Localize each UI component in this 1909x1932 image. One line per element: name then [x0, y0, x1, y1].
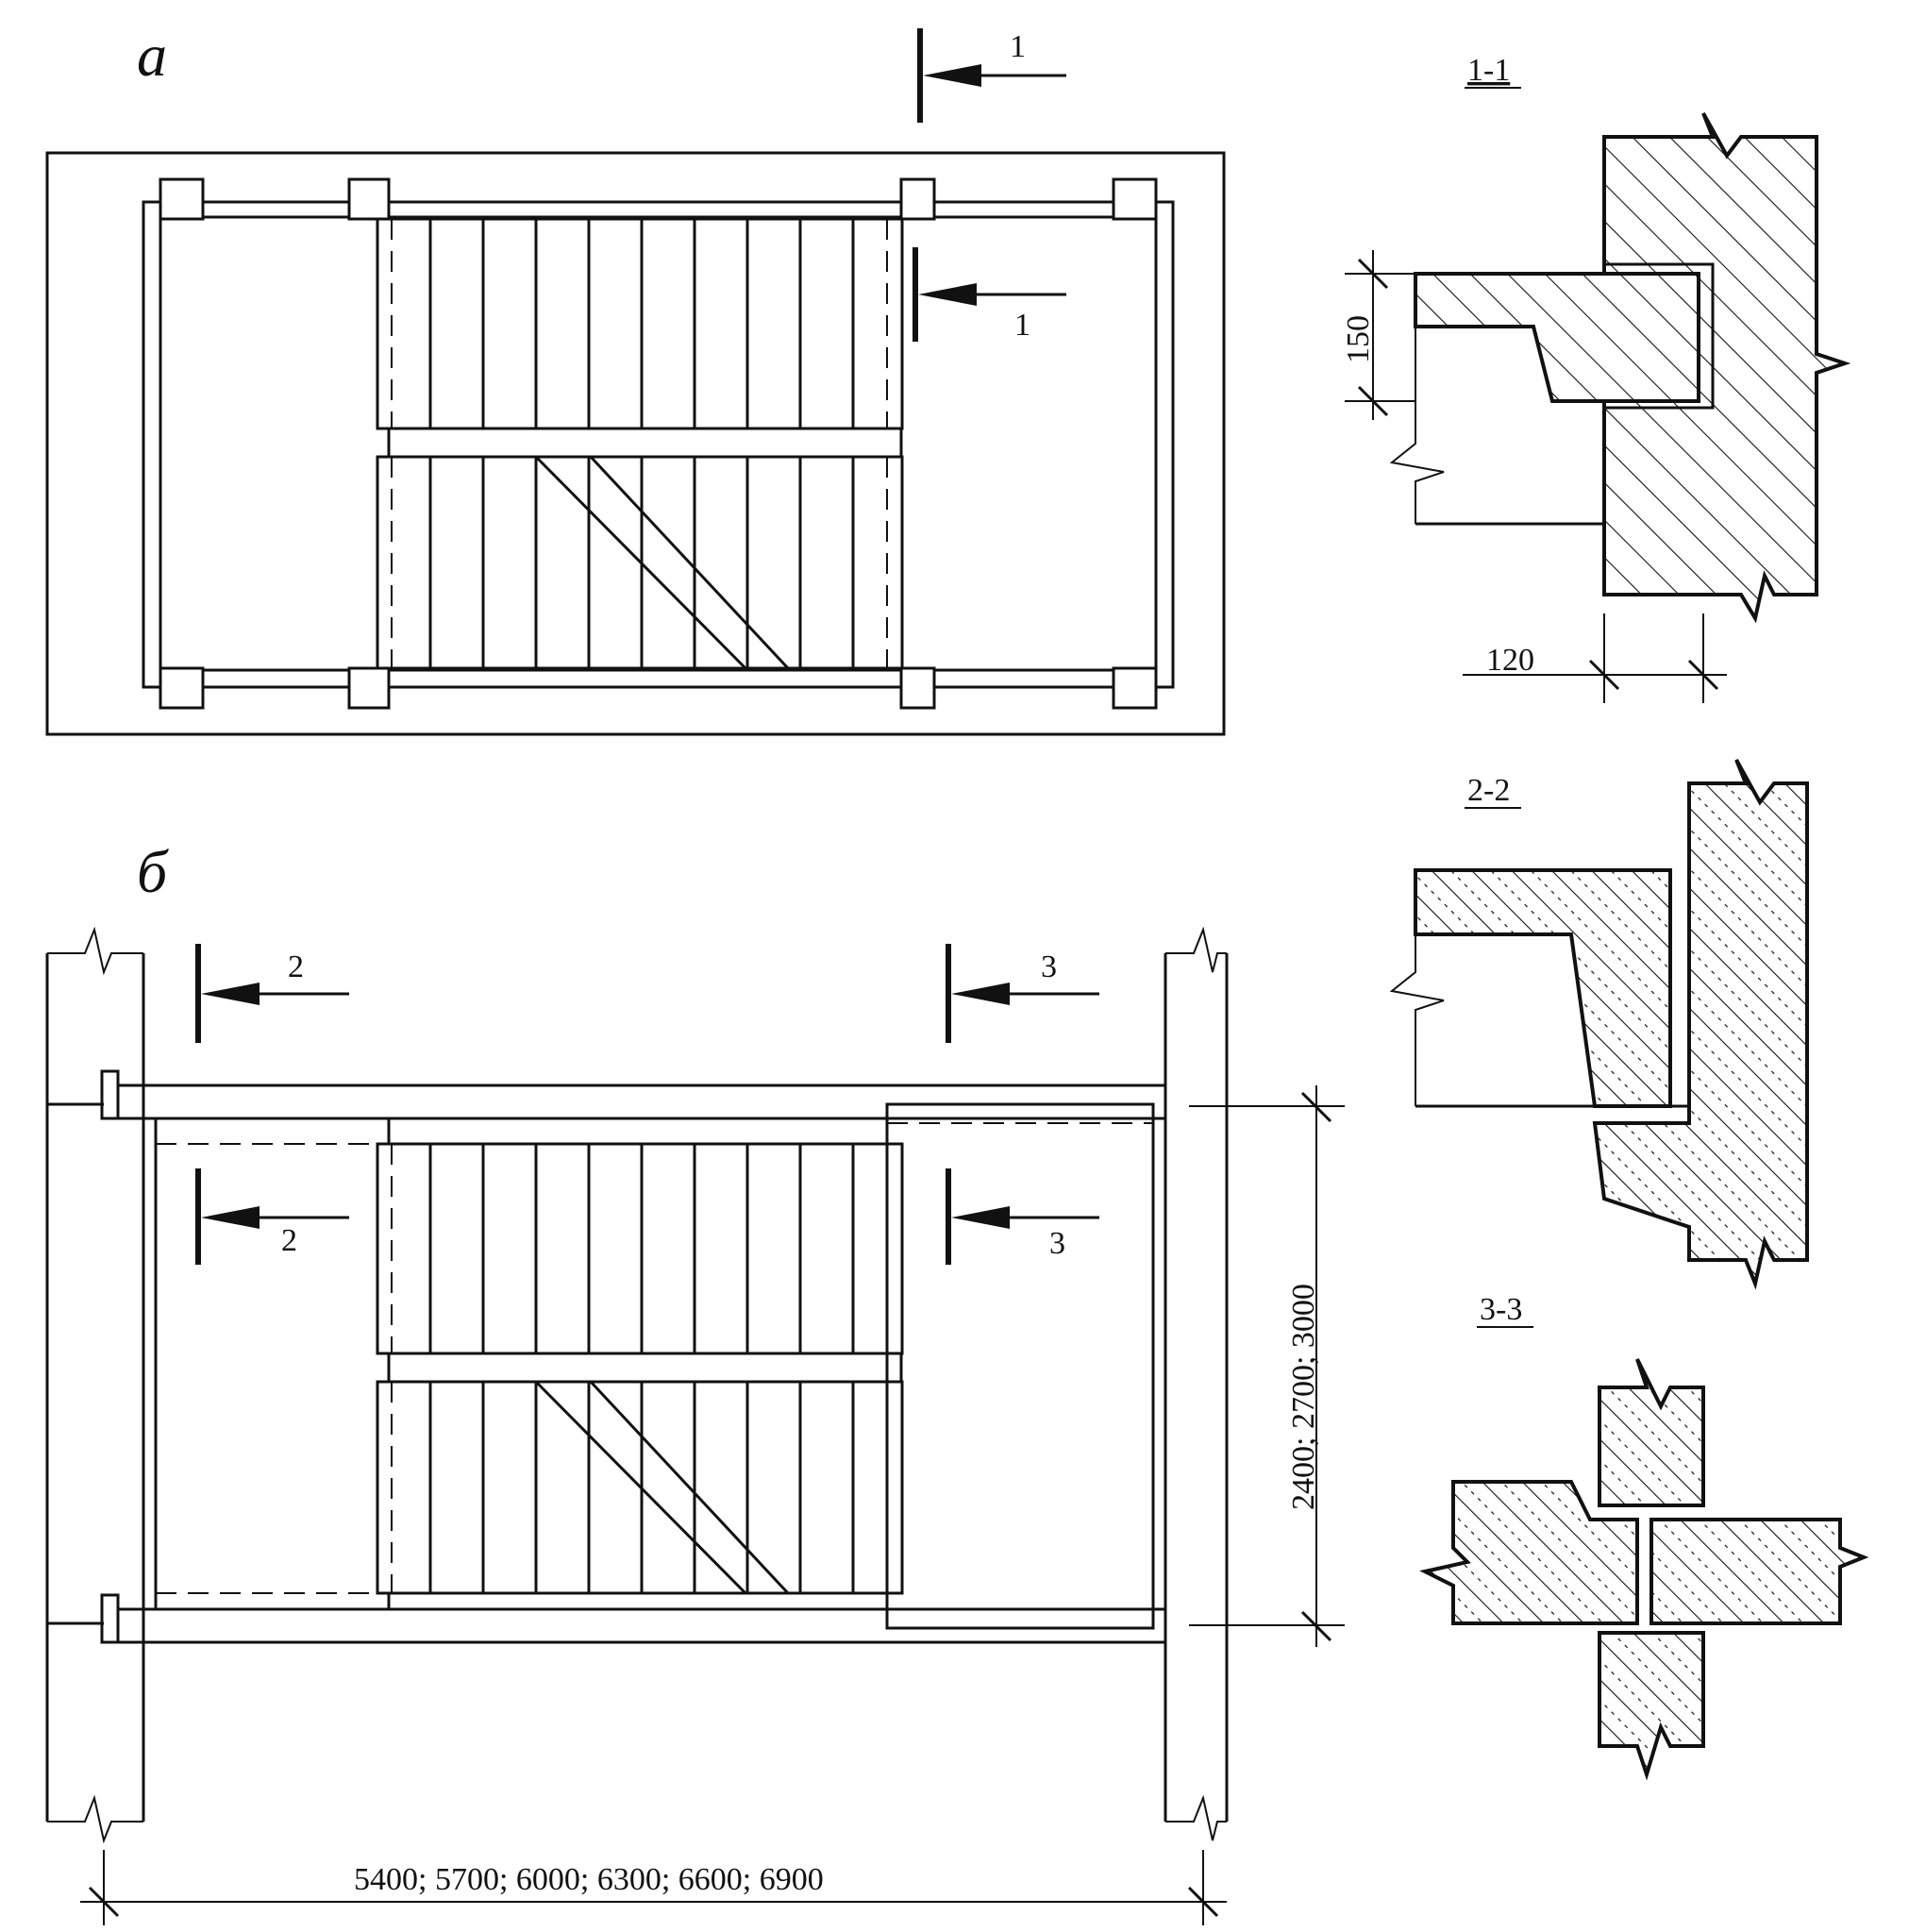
- right-wall: [1154, 200, 1175, 689]
- section-2-joint: [1668, 870, 1689, 1108]
- section-3-joint: [1635, 1520, 1653, 1623]
- cut-mark-3-bottom: 3: [946, 1168, 1099, 1265]
- cut-mark-1-top: 1: [917, 28, 1066, 123]
- right-landing-slab: [885, 1102, 1155, 1630]
- plan-a-label: а: [137, 22, 167, 89]
- section-1-pocket: [1604, 262, 1715, 410]
- section-1-break: [1389, 274, 1445, 524]
- section-2-break: [1389, 870, 1445, 1106]
- dim-150: 150: [1341, 250, 1415, 420]
- svg-text:3: 3: [1049, 1226, 1065, 1261]
- section-2-2-title: 2-2: [1467, 773, 1510, 808]
- section-3-upper-wall: [1598, 1358, 1705, 1507]
- plan-a-mid-landing: [387, 427, 903, 459]
- section-3-3: 3-3: [1419, 1292, 1869, 1781]
- section-1-1-title: 1-1: [1467, 53, 1510, 88]
- section-3-3-title: 3-3: [1480, 1292, 1522, 1327]
- plan-b-flight-lower: [376, 1380, 904, 1595]
- svg-text:120: 120: [1486, 643, 1534, 678]
- svg-text:1: 1: [1014, 308, 1030, 343]
- cut-mark-2-top: 2: [195, 944, 349, 1043]
- cut-mark-1-bottom: 1: [913, 247, 1066, 343]
- section-2-slab: [1414, 868, 1672, 1108]
- section-2-2: 2-2: [1389, 759, 1809, 1290]
- plan-a: а: [45, 22, 1226, 736]
- beam-brackets: [100, 1069, 120, 1644]
- section-1-wall: [1602, 112, 1851, 624]
- left-landing-edge: [142, 1118, 158, 1609]
- svg-text:2: 2: [281, 1223, 297, 1258]
- left-landing-dashed: [156, 1143, 377, 1594]
- bottom-beam-b: [116, 1607, 1167, 1644]
- svg-text:150: 150: [1341, 315, 1376, 363]
- cut-mark-3-top: 3: [946, 944, 1099, 1043]
- left-wall-ties: [47, 1102, 104, 1625]
- plan-b-flight-upper: [376, 1142, 904, 1355]
- right-landing-dashed: [887, 1122, 1154, 1610]
- section-3-left-slab: [1419, 1480, 1639, 1625]
- section-1-slab: [1414, 272, 1700, 403]
- plan-a-columns: [159, 177, 1158, 710]
- section-2-wall: [1592, 759, 1809, 1290]
- plan-b-label: б: [137, 838, 169, 905]
- section-1-1: 1-1 150 120: [1341, 53, 1851, 703]
- left-wall-break-top: [47, 926, 143, 976]
- plan-a-flight-lower: [376, 455, 904, 670]
- section-3-right-slab: [1649, 1518, 1869, 1625]
- left-wall-b: [45, 953, 145, 1822]
- length-dimension: 5400; 5700; 6000; 6300; 6600; 6900: [80, 1850, 1227, 1925]
- left-wall: [142, 200, 162, 689]
- plan-a-frame: [45, 151, 1226, 736]
- plan-b: б: [45, 838, 1345, 1925]
- svg-text:2400; 2700; 3000: 2400; 2700; 3000: [1286, 1284, 1321, 1510]
- right-wall-b: [1164, 953, 1229, 1822]
- svg-text:2: 2: [288, 949, 304, 984]
- plan-a-flight-upper: [376, 217, 904, 430]
- right-wall-break-bottom: [1165, 1794, 1227, 1841]
- left-wall-break-bottom: [47, 1794, 143, 1844]
- svg-text:1: 1: [1010, 29, 1026, 64]
- svg-text:5400; 5700; 6000; 6300; 6600;: 5400; 5700; 6000; 6300; 6600; 6900: [354, 1862, 824, 1897]
- section-3-lower-wall: [1598, 1631, 1705, 1781]
- cut-mark-2-bottom: 2: [195, 1168, 349, 1265]
- top-beam-b: [116, 1084, 1167, 1120]
- dim-120: 120: [1463, 613, 1727, 703]
- right-wall-break-top: [1165, 926, 1227, 973]
- depth-dimension: 2400; 2700; 3000: [1189, 1085, 1345, 1647]
- svg-text:3: 3: [1041, 949, 1057, 984]
- plan-b-mid-landing: [387, 1352, 903, 1384]
